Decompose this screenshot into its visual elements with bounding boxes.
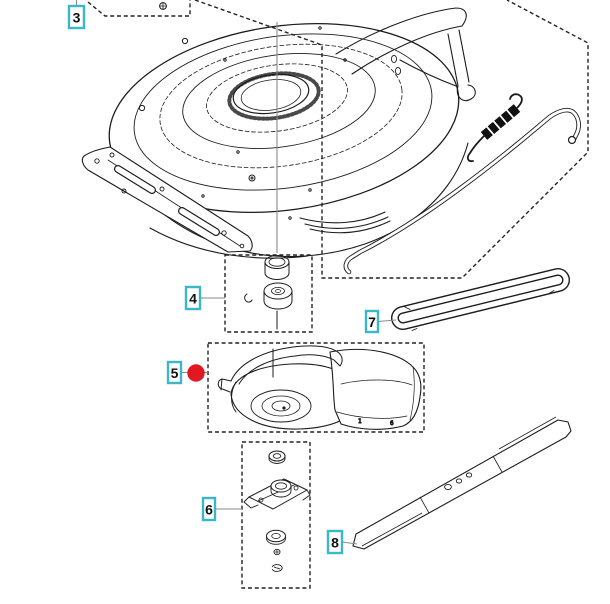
callout-4-number[interactable]: 4	[189, 291, 197, 307]
callout-3-number[interactable]: 3	[73, 10, 81, 26]
kit-nut-rim	[268, 450, 286, 462]
kit-clip	[271, 564, 283, 572]
adapter-hub-side	[270, 486, 292, 498]
chute-housing-drawing: 1 6	[217, 345, 422, 430]
chute-duct-lines	[336, 366, 415, 421]
callout-3[interactable]: 3	[67, 4, 86, 30]
deck-outer-rim	[108, 23, 460, 213]
chute-ring-3	[271, 400, 291, 412]
belt-inner-fill	[398, 275, 563, 323]
callout-6[interactable]: 6	[201, 496, 217, 522]
blade-holes	[444, 472, 473, 490]
chute-top-band	[230, 345, 343, 413]
part-frame-6[interactable]	[241, 441, 311, 589]
chute-mold-mark-1: 1	[358, 418, 362, 425]
deck-bolts	[138, 26, 347, 220]
kit-bolt-center	[275, 550, 279, 554]
chute-ring-1	[250, 389, 312, 423]
drive-belt-drawing	[391, 268, 570, 331]
chute-left-tab	[217, 378, 232, 393]
callout-labels: 3 4 5 6 7 8	[67, 4, 380, 555]
engine-adapter-kit-drawing	[244, 255, 293, 330]
mower-deck-drawing	[81, 7, 476, 259]
callout-5-box[interactable]	[166, 360, 183, 385]
callout-7-number[interactable]: 7	[368, 314, 376, 330]
spring-coil	[480, 104, 521, 140]
callout-3-box[interactable]	[67, 4, 86, 30]
blade-drawing	[352, 416, 572, 550]
adapter-cup-inner	[268, 257, 286, 267]
callout-7-box[interactable]	[364, 309, 380, 334]
deck-right-hole-1	[390, 54, 398, 64]
callout-6-number[interactable]: 6	[205, 502, 213, 518]
rod-eyelet	[567, 135, 577, 145]
callout-8-box[interactable]	[326, 529, 344, 555]
brake-rod-drawing	[343, 107, 581, 275]
belt-segment-ticks	[403, 290, 555, 331]
callout-8-number[interactable]: 8	[331, 535, 339, 551]
spring-coil-stripes	[485, 109, 515, 137]
kit-nut-side	[268, 455, 286, 464]
part-frame-3[interactable]	[87, 0, 191, 17]
deck-center-hole	[240, 79, 302, 111]
chute-mold-mark-2: 6	[390, 420, 394, 427]
callout-5-number[interactable]: 5	[171, 365, 179, 381]
kit-washer-rim	[266, 529, 286, 543]
selected-part-dot	[187, 364, 205, 382]
adapter-hub-bore	[274, 482, 287, 490]
callout-4-box[interactable]	[184, 285, 202, 311]
deck-ring-2	[133, 33, 433, 191]
callout-5[interactable]: 5	[166, 360, 183, 385]
deck-center-hole-rim	[232, 73, 310, 115]
deck-right-hole-2	[394, 66, 402, 76]
deck-ring-3	[159, 43, 403, 169]
pulley-rim	[263, 282, 293, 300]
chute-ring-2	[261, 395, 301, 417]
spring-hooks	[466, 93, 523, 163]
kit-washer-side	[266, 535, 286, 545]
rod-outline	[343, 107, 581, 275]
kit-washer-bore	[271, 533, 281, 540]
pulley-bore	[271, 286, 285, 295]
blade-adapter-kit-drawing	[243, 450, 311, 572]
bracket-holes	[94, 152, 245, 249]
kit-nut-bore	[272, 453, 282, 459]
deck-body-lines	[112, 7, 476, 259]
callout-4[interactable]: 4	[184, 285, 202, 311]
adapter-kit-lines	[244, 261, 293, 330]
blade-fold-lines	[361, 416, 557, 547]
kit-bolt-head	[273, 548, 281, 556]
chute-duct	[329, 348, 422, 430]
blade-outline	[352, 419, 572, 550]
adapter-plate-holes	[258, 485, 299, 503]
chute-center-dot	[282, 406, 286, 410]
deck-ring-4	[182, 53, 376, 149]
dashed-part-frames	[87, 0, 589, 589]
callout-8[interactable]: 8	[326, 529, 344, 555]
tension-spring-drawing	[466, 93, 523, 163]
pulley-center	[275, 289, 281, 293]
screw-slot	[159, 2, 167, 10]
bracket-slot-2-inner	[179, 208, 219, 235]
screw-drawing	[159, 2, 167, 10]
deck-ring-5	[206, 63, 348, 133]
part-frame-4[interactable]	[224, 254, 313, 333]
screw-head	[159, 2, 167, 10]
adapter-hub-rim	[270, 479, 292, 493]
rod-core	[344, 108, 581, 274]
callout-6-box[interactable]	[201, 496, 217, 522]
part-frame-5[interactable]	[207, 342, 425, 433]
bracket-slot-1-inner	[115, 166, 155, 193]
callout-7[interactable]: 7	[364, 309, 380, 334]
kit-clip-detail	[273, 566, 281, 570]
